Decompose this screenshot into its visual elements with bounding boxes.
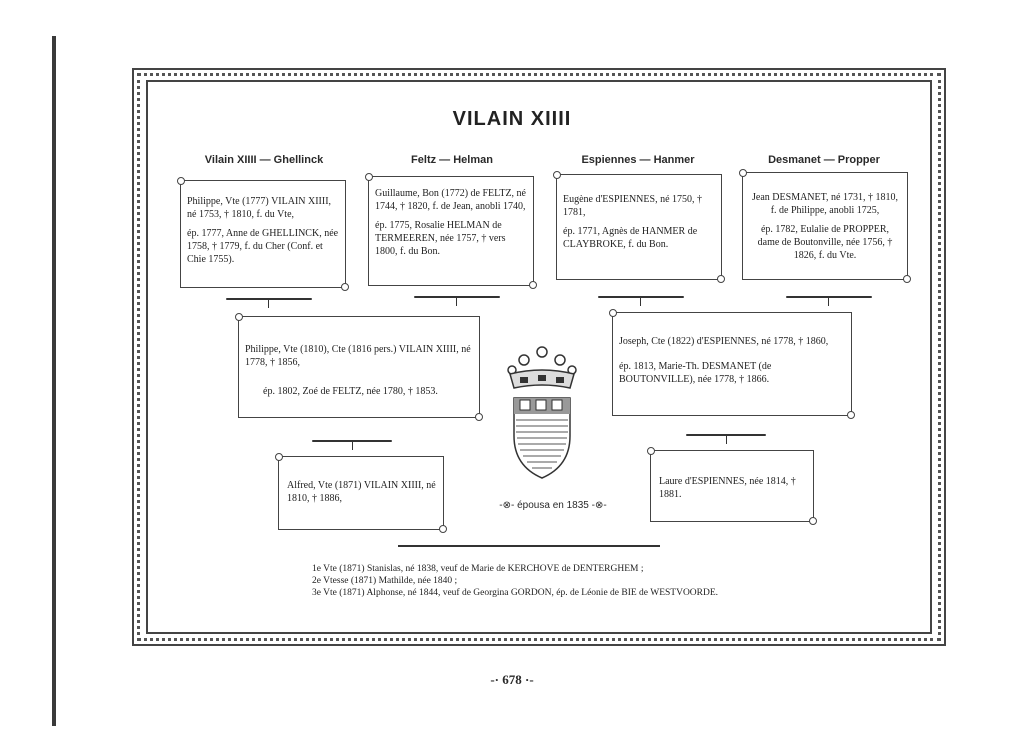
person-box-laure-espiennes: Laure d'ESPIENNES, née 1814, † 1881. [647,447,817,525]
page-number-value: 678 [502,672,522,687]
connector-stem [456,296,457,306]
person-text: Eugène d'ESPIENNES, né 1750, † 1781, [563,194,703,218]
connector-flourish [598,296,684,298]
ornamental-frame-chain [137,73,941,641]
column-title-4: Desmanet — Propper [768,154,880,166]
binding-edge [52,36,56,726]
spouse-text: ép. 1777, Anne de GHELLINCK, née 1758, †… [187,228,339,265]
person-text: Philippe, Vte (1777) VILAIN XIIII, né 17… [187,196,332,220]
person-text: Guillaume, Bon (1772) de FELTZ, né 1744,… [375,188,526,212]
connector-stem [726,434,727,444]
person-box-espiennes-hanmer: Eugène d'ESPIENNES, né 1750, † 1781, ép.… [553,171,725,283]
person-text: Joseph, Cte (1822) d'ESPIENNES, né 1778,… [619,336,829,347]
coat-of-arms-icon [507,346,577,479]
connector-stem [640,296,641,306]
spouse-text: ép. 1775, Rosalie HELMAN de TERMEEREN, n… [375,220,506,257]
person-text: Jean DESMANET, né 1731, † 1810, f. de Ph… [752,192,898,216]
separator-rule [398,545,660,547]
connector-stem [352,440,353,450]
column-title-2: Feltz — Helman [411,154,493,166]
person-box-philippe-vilain: Philippe, Vte (1810), Cte (1816 pers.) V… [235,313,483,421]
spouse-text: ép. 1771, Agnès de HANMER de CLAYBROKE, … [563,226,698,250]
ornamental-frame-inner [146,80,932,634]
person-box-vilain-ghellinck: Philippe, Vte (1777) VILAIN XIIII, né 17… [177,177,349,291]
page-title: VILAIN XIIII [452,108,572,130]
marriage-label: -⊗- épousa en 1835 -⊗- [499,500,607,511]
person-text: Philippe, Vte (1810), Cte (1816 pers.) V… [245,344,471,368]
page-number: -· 678 ·- [490,672,534,687]
person-text: Alfred, Vte (1871) VILAIN XIIII, né 1810… [287,480,436,504]
spouse-text: ép. 1802, Zoé de FELTZ, née 1780, † 1853… [263,386,438,397]
connector-stem [828,296,829,306]
column-title-3: Espiennes — Hanmer [581,154,695,166]
descendant-line-1: 1e Vte (1871) Stanislas, né 1838, veuf d… [312,564,644,574]
person-box-alfred-vilain: Alfred, Vte (1871) VILAIN XIIII, né 1810… [275,453,447,533]
person-box-feltz-helman: Guillaume, Bon (1772) de FELTZ, né 1744,… [365,173,537,289]
connector-flourish [414,296,500,298]
descendant-line-3: 3e Vte (1871) Alphonse, né 1844, veuf de… [312,588,719,598]
ornamental-frame-outer [132,68,946,646]
column-title-1: Vilain XIIII — Ghellinck [204,154,324,166]
marriage-text: épousa en 1835 [517,500,589,511]
person-box-desmanet-propper: Jean DESMANET, né 1731, † 1810, f. de Ph… [739,169,911,283]
spouse-text: ép. 1813, Marie-Th. DESMANET (de BOUTONV… [619,361,772,385]
descendant-line-2: 2e Vtesse (1871) Mathilde, née 1840 ; [312,576,458,586]
connector-flourish [226,298,312,300]
person-box-joseph-espiennes: Joseph, Cte (1822) d'ESPIENNES, né 1778,… [609,309,855,419]
spouse-text: ép. 1782, Eulalie de PROPPER, dame de Bo… [757,224,893,261]
connector-flourish [786,296,872,298]
connector-stem [268,298,269,308]
person-text: Laure d'ESPIENNES, née 1814, † 1881. [659,476,796,500]
